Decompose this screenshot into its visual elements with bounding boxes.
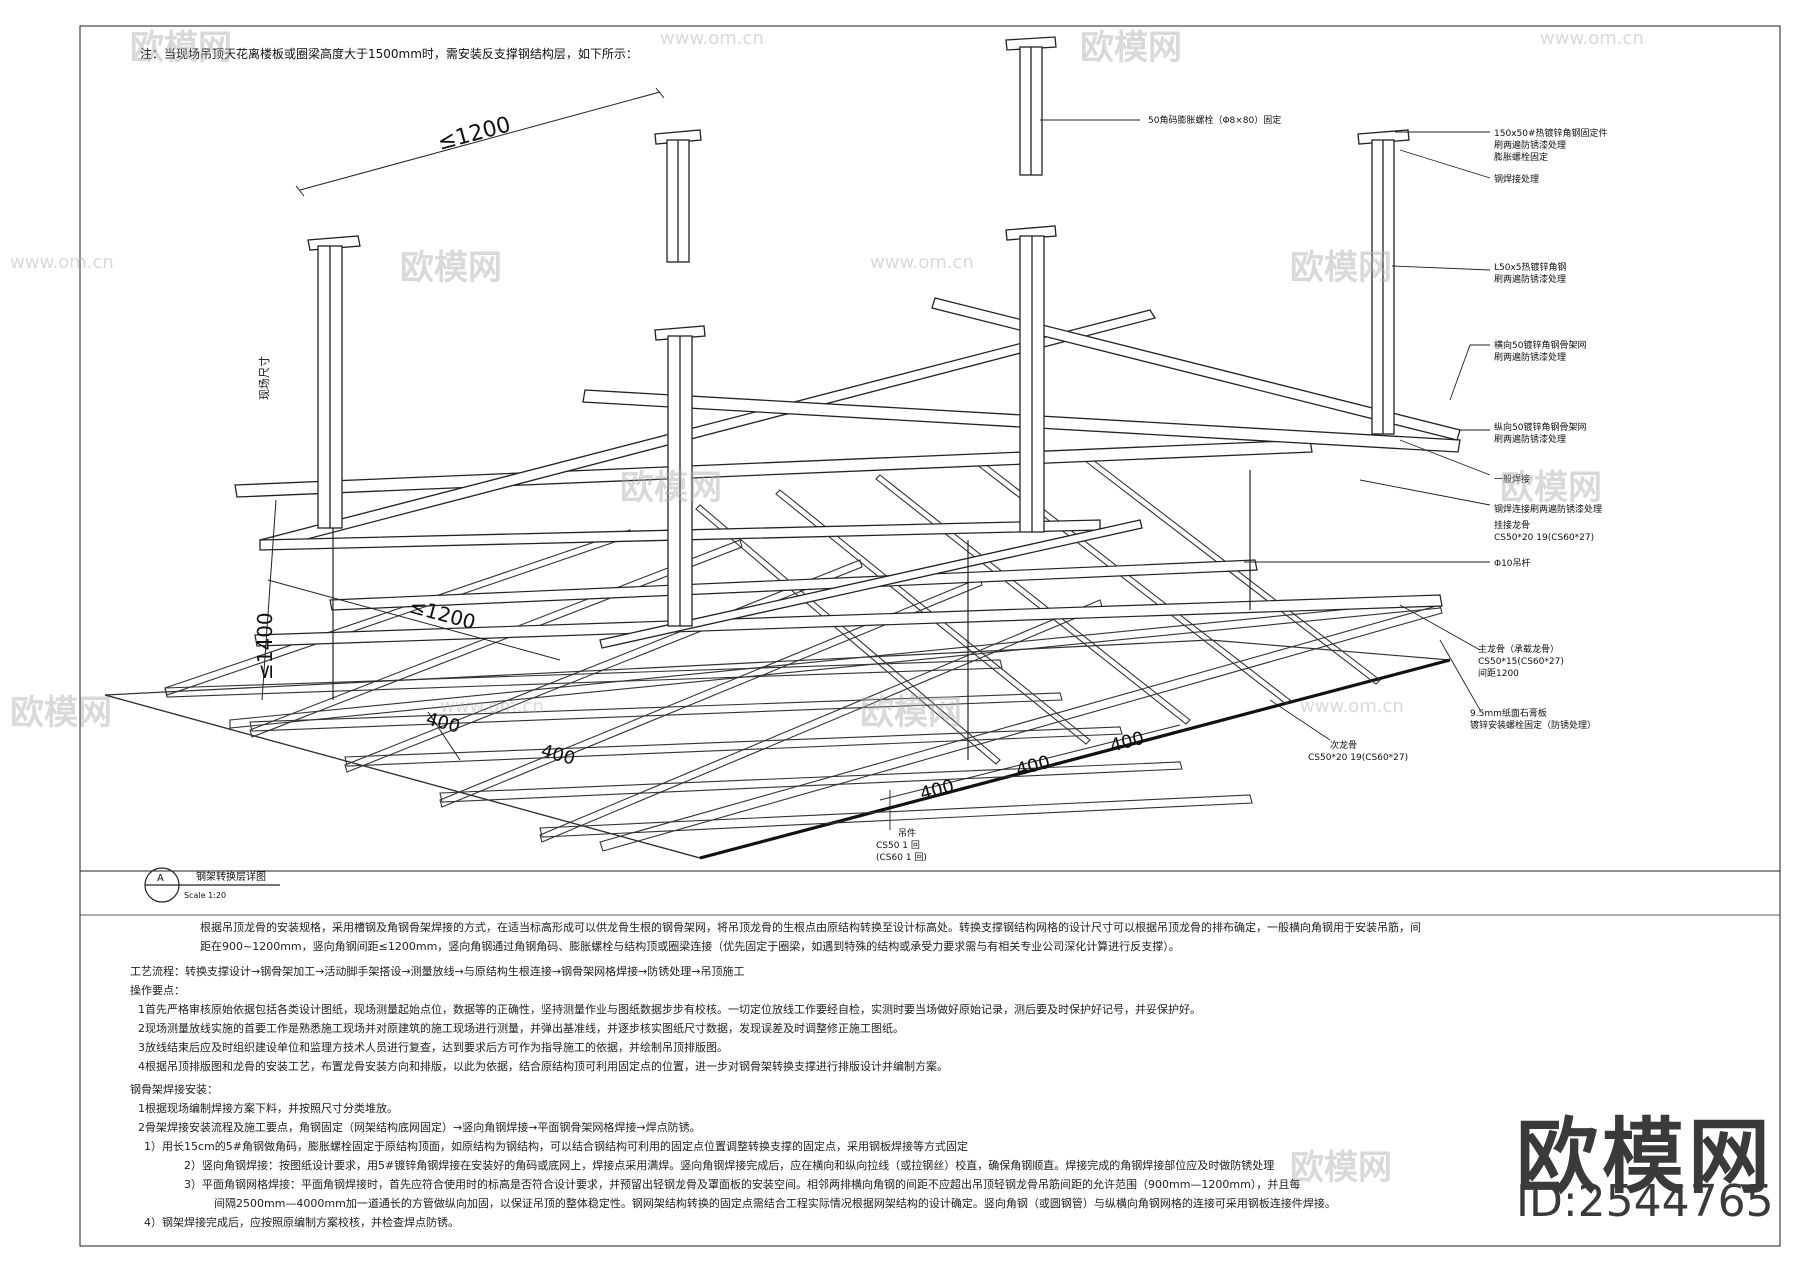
watermark-url-1: www.om.cn (660, 28, 764, 49)
note-key-point-1: 1首先严格审核原始依据包括各类设计图纸，现场测量起始点位，数据等的正确性，坚持测… (138, 1003, 1201, 1016)
callout-texts: 50角码膨胀螺栓（Φ8×80）固定 150x50#热镀锌角钢固定件 刷两遍防锈漆… (876, 114, 1608, 863)
callout-weld: 钢焊接处理 (1494, 173, 1539, 185)
note-welding-2-2: 2）竖向角钢焊接：按图纸设计要求，用5#镀锌角钢焊接在安装好的角码或底网上，焊接… (184, 1159, 1275, 1172)
watermark-id: ID:2544765 (1516, 1176, 1774, 1227)
callout-l50-angle: L50x5热镀锌角钢 (1494, 261, 1567, 273)
callout-gypsum-board-fix: 镀锌安装螺栓固定（防锈处理） (1470, 719, 1596, 731)
callout-fixing-part-bolt: 膨胀螺栓固定 (1494, 151, 1548, 163)
callout-hanger-rod: Φ10吊杆 (1494, 557, 1531, 569)
callout-hanging-runner: 挂接龙骨 (1494, 519, 1530, 531)
note-welding-heading: 钢骨架焊接安装： (130, 1083, 218, 1096)
board-left-edge (104, 694, 701, 859)
note-key-point-2: 2现场测量放线实施的首要工作是熟悉施工现场并对原建筑的施工现场进行测量，并弹出基… (138, 1022, 904, 1035)
watermark-tile-1: 欧模网 (130, 28, 232, 68)
note-key-point-4: 4根据吊顶排版图和龙骨的安装工艺，布置龙骨安装方向和排版，以此为依据，结合原结构… (138, 1060, 948, 1073)
dim-1200-top: ≤1200 (435, 112, 513, 155)
dim-1400-left: ≤1400 (253, 612, 277, 680)
callout-longitudinal-frame: 纵向50镀锌角钢骨架网 (1494, 421, 1586, 433)
note-intro-1: 根据吊顶龙骨的安装规格，采用槽钢及角钢骨架焊接的方式，在适当标高形成可以供龙骨生… (200, 921, 1421, 934)
watermark-url-3: www.om.cn (870, 252, 974, 273)
callout-lateral-frame: 横向50镀锌角钢骨架网 (1494, 339, 1586, 351)
callout-hanging-runner-spec: CS50*20 19(CS60*27) (1494, 533, 1594, 543)
callout-main-runner-spacing: 间距1200 (1478, 667, 1519, 679)
callout-fixing-part: 150x50#热镀锌角钢固定件 (1494, 127, 1608, 139)
vertical-columns (307, 36, 1410, 627)
detail-scale: Scale 1:20 (184, 891, 226, 900)
note-intro-2: 距在900~1200mm，竖向角钢间距≤1200mm，竖向角钢通过角钢角码、膨胀… (200, 940, 1180, 953)
callout-hanger-part-spec: CS50 1 回 (876, 840, 920, 851)
callout-anchor-bolt: 50角码膨胀螺栓（Φ8×80）固定 (1148, 114, 1281, 126)
watermark-tile-8: 欧模网 (860, 693, 962, 733)
note-welding-2-3: 3）平面角钢网格焊接：平面角钢焊接时，首先应符合使用时的标高是否符合设计要求，并… (184, 1178, 1301, 1191)
watermark-url-5: www.om.cn (440, 696, 544, 717)
dim-vertical-label: 现场尺寸 (257, 356, 271, 400)
note-welding-2: 2骨架焊接安装流程及施工要点，角钢固定（网架结构底网固定）→竖向角钢焊接→平面钢… (138, 1121, 701, 1134)
note-process: 工艺流程：转换支撑设计→钢骨架加工→活动脚手架搭设→测量放线→与原结构生根连接→… (130, 965, 745, 978)
watermark-url-6: www.om.cn (1300, 696, 1404, 717)
note-welding-2-1: 1）用长15cm的5#角钢做角码，膨胀螺栓固定于原结构顶面，如原结构为钢结构，可… (144, 1140, 968, 1153)
callout-main-runner-spec: CS50*15(CS60*27) (1478, 657, 1564, 667)
callout-hanger-part: 吊件 (898, 827, 916, 839)
watermark-tile-6: 欧模网 (1500, 468, 1602, 508)
watermark-tile-3: 欧模网 (400, 248, 502, 288)
callout-lateral-frame-paint: 刷两遍防锈漆处理 (1494, 351, 1566, 363)
callout-secondary-runner-spec: CS50*20 19(CS60*27) (1308, 753, 1408, 763)
watermark-url-4: www.om.cn (10, 252, 114, 273)
callout-main-runner: 主龙骨（承载龙骨） (1478, 643, 1559, 655)
cross-runners (164, 449, 1441, 843)
callout-gypsum-board: 9.5mm纸面石膏板 (1470, 707, 1547, 719)
callout-weld-connection: 钢焊连接刷两遍防锈漆处理 (1494, 503, 1602, 515)
detail-title: 钢架转换层详图 (196, 870, 266, 883)
watermark-url-2: www.om.cn (1540, 28, 1644, 49)
board-front-edge (699, 658, 1451, 860)
dimension-lines (261, 87, 1181, 801)
watermark-tile-7: 欧模网 (10, 693, 112, 733)
callout-hanger-part-spec-alt: (CS60 1 回) (876, 852, 927, 863)
callout-leaders (889, 119, 1491, 830)
note-key-point-3: 3放线结束后应及时组织建设单位和监理方技术人员进行复查，达到要求后方可作为指导施… (138, 1041, 728, 1054)
watermark-logo: 欧模网 (1516, 1110, 1775, 1205)
watermark-tile-5: 欧模网 (620, 468, 722, 508)
drawing-frame (79, 25, 1781, 1247)
callout-secondary-runner: 次龙骨 (1330, 739, 1357, 751)
note-key-points-heading: 操作要点： (130, 984, 185, 997)
top-note: 注：当现场吊顶天花离楼板或圈梁高度大于1500mm时，需安装反支撑钢结构层，如下… (140, 46, 638, 61)
main-channels (254, 559, 1443, 647)
watermark-tile-9: 欧模网 (1290, 1148, 1392, 1188)
note-welding-1: 1根据现场编制焊接方案下料，并按照尺寸分类堆放。 (138, 1102, 398, 1115)
watermark-tile-2: 欧模网 (1080, 28, 1182, 68)
construction-notes: 根据吊顶龙骨的安装规格，采用槽钢及角钢骨架焊接的方式，在适当标高形成可以供龙骨生… (130, 918, 1630, 1232)
callout-general-weld: 一般焊接 (1494, 473, 1530, 485)
note-welding-2-4: 4）钢架焊接完成后，应按照原编制方案校核，并检查焊点防锈。 (144, 1216, 459, 1229)
callout-l50-angle-paint: 刷两遍防锈漆处理 (1494, 273, 1566, 285)
note-welding-2-3-cont: 间隔2500mm—4000mm加一道通长的方管做纵向加固，以保证吊顶的整体稳定性… (214, 1197, 1336, 1210)
callout-fixing-part-paint: 刷两遍防锈漆处理 (1494, 139, 1566, 151)
watermark-tile-4: 欧模网 (1290, 248, 1392, 288)
callout-longitudinal-frame-paint: 刷两遍防锈漆处理 (1494, 433, 1566, 445)
detail-symbol-letter: A (157, 873, 164, 884)
dim-400-d: 400 (1014, 752, 1053, 781)
dim-400-e: 400 (1108, 728, 1147, 757)
